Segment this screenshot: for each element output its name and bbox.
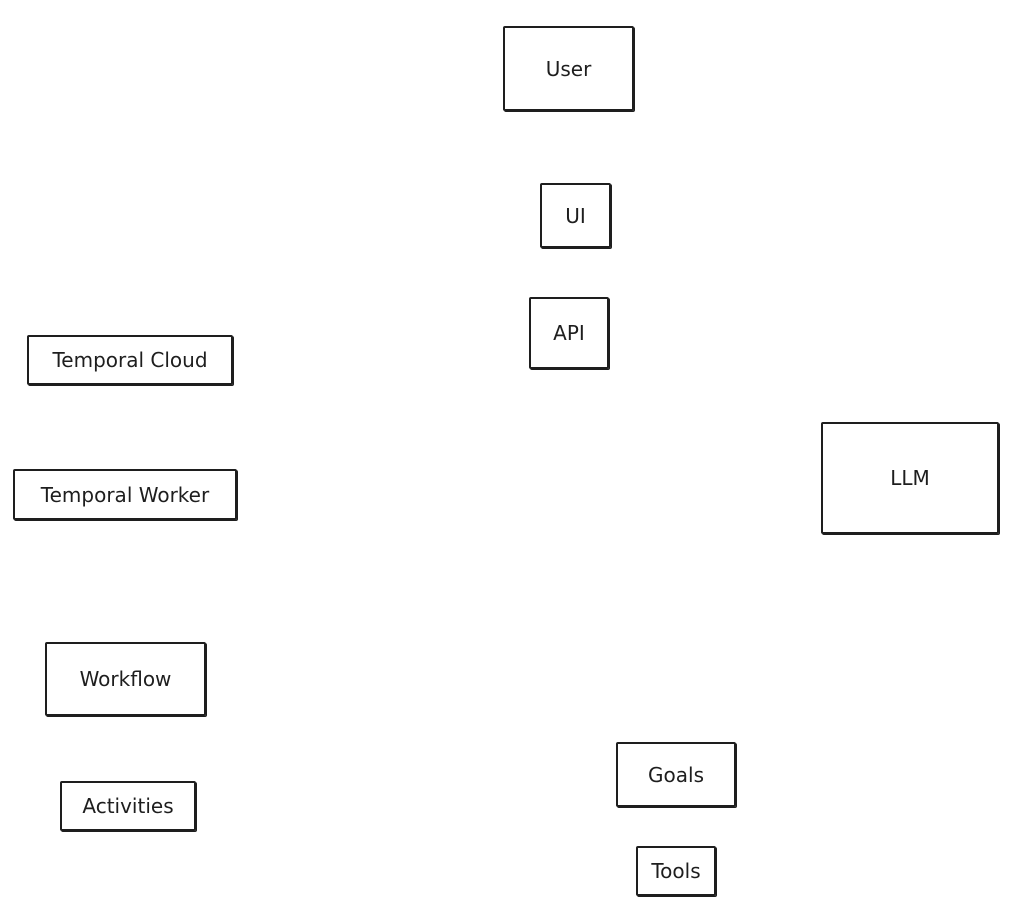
node-label: Workflow xyxy=(79,667,172,691)
node-label: UI xyxy=(565,203,586,228)
node-activities[interactable]: Activities xyxy=(60,781,196,831)
node-label: LLM xyxy=(890,466,930,490)
node-temporal-cloud[interactable]: Temporal Cloud xyxy=(27,335,233,385)
node-workflow[interactable]: Workflow xyxy=(45,642,206,716)
node-llm[interactable]: LLM xyxy=(821,422,999,534)
node-label: User xyxy=(545,56,592,81)
node-api[interactable]: API xyxy=(529,297,609,369)
node-tools[interactable]: Tools xyxy=(636,846,716,896)
node-ui[interactable]: UI xyxy=(540,183,611,248)
node-user[interactable]: User xyxy=(503,26,634,111)
node-label: Activities xyxy=(82,794,174,818)
node-label: Temporal Worker xyxy=(40,482,210,507)
node-label: Temporal Cloud xyxy=(52,348,208,372)
node-label: Tools xyxy=(651,859,701,883)
node-label: Goals xyxy=(648,762,704,787)
node-label: API xyxy=(553,321,585,345)
node-temporal-worker[interactable]: Temporal Worker xyxy=(13,469,237,520)
node-goals[interactable]: Goals xyxy=(616,742,736,807)
